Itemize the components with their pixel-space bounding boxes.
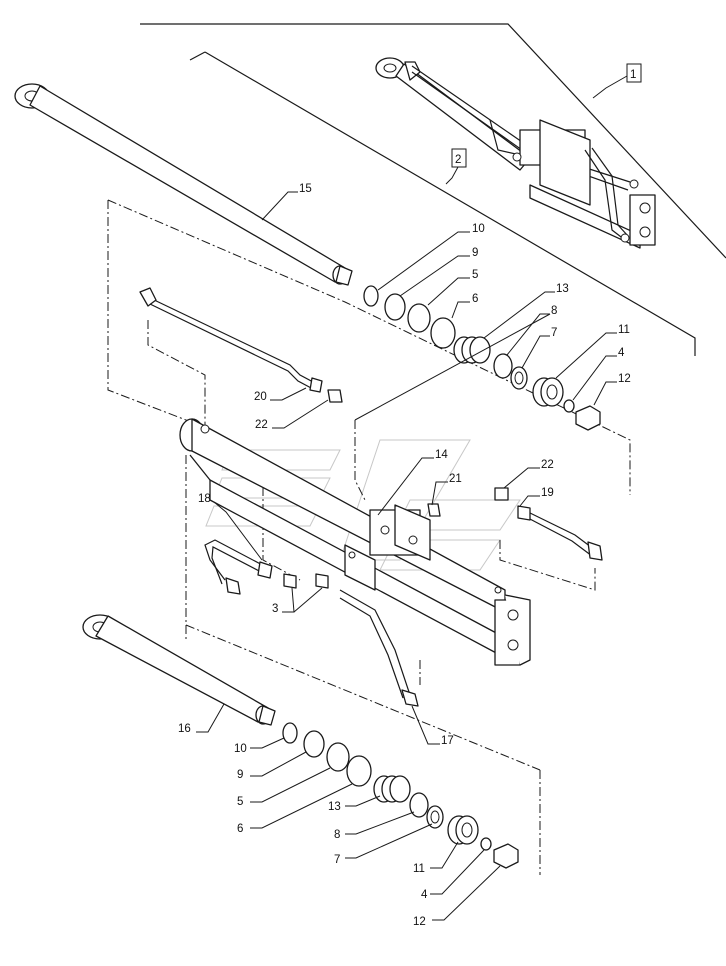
callouts: 15 10 9 5 6 13 8 7 [178,183,631,928]
callout-6-bottom-label: 6 [237,823,243,835]
callout-4-bottom-label: 4 [421,889,428,901]
callout-8-bottom: 8 [334,811,415,841]
callout-6-bottom: 6 [237,783,353,835]
callout-12-bottom: 12 [413,865,501,928]
reference-box-1: 1 [592,63,642,99]
fittings [283,389,509,589]
hydraulic-tube-19 [517,505,603,561]
seal-13-bottom [373,775,411,803]
piston-rod-15 [14,83,353,286]
callout-12-top: 12 [593,373,631,406]
callout-10-top-label: 10 [472,223,485,235]
callout-4-bottom: 4 [421,849,485,901]
callout-17-label: 17 [441,735,454,747]
callout-7-bottom: 7 [334,823,433,866]
callout-19: 19 [519,487,554,507]
hydraulic-tube-18 [204,539,273,595]
callout-20: 20 [254,387,307,403]
callout-15: 15 [261,183,312,221]
reference-box-2-label: 2 [455,154,461,166]
callout-13-bottom: 13 [328,795,381,813]
assembled-cylinder-thumbnail [375,57,656,249]
callout-8-bottom-label: 8 [334,829,340,841]
gland-11-bottom [447,815,479,845]
gland-11-top [532,377,564,407]
assembly-boundary-lines [140,23,726,356]
callout-12-top-label: 12 [618,373,631,385]
callout-11-bottom: 11 [413,841,459,875]
callout-15-label: 15 [299,183,312,195]
callout-7-bottom-label: 7 [334,854,340,866]
callout-8-top-label: 8 [551,305,557,317]
callout-16-label: 16 [178,723,191,735]
callout-13-bottom-label: 13 [328,801,341,813]
seal-set-top [363,285,601,431]
callout-9-top: 9 [399,247,478,297]
callout-18: 18 [198,493,263,561]
callout-4-top-label: 4 [618,347,625,359]
hydraulic-tube-20 [139,287,323,393]
callout-6-top-label: 6 [472,293,478,305]
callout-22-top-label: 22 [255,419,268,431]
callout-7-top-label: 7 [551,327,557,339]
callout-14: 14 [377,449,448,516]
callout-10-bottom: 10 [234,737,285,755]
callout-12-bottom-label: 12 [413,916,426,928]
callout-19-label: 19 [541,487,554,499]
callout-11-top-label: 11 [618,324,630,336]
callout-3-label: 3 [272,603,278,615]
callout-13-top: 13 [483,283,569,339]
hydraulic-tube-17 [339,589,419,707]
callout-7-top: 7 [521,327,557,369]
piston-rod-16 [82,614,276,726]
cylinder-barrel [179,418,531,666]
callout-18-label: 18 [198,493,211,505]
callout-17: 17 [411,705,454,747]
callout-5-bottom-label: 5 [237,796,243,808]
callout-9-top-label: 9 [472,247,478,259]
callout-14-label: 14 [435,449,448,461]
callout-3: 3 [272,587,323,615]
callout-10-top: 10 [377,223,485,291]
assembly-centerlines [107,199,631,875]
callout-8-top: 8 [354,305,557,421]
callout-11-top: 11 [555,324,630,379]
callout-21-label: 21 [449,473,462,485]
callout-5-top: 5 [427,269,478,306]
seal-set-bottom [282,722,519,869]
callout-4-top: 4 [572,347,625,401]
callout-22-right: 22 [503,459,554,489]
callout-22-right-label: 22 [541,459,554,471]
reference-box-2: 2 [445,148,467,185]
callout-21: 21 [431,473,462,506]
callout-9-bottom-label: 9 [237,769,243,781]
callout-13-top-label: 13 [556,283,569,295]
callout-9-bottom: 9 [237,751,307,781]
callout-5-bottom: 5 [237,767,331,808]
callout-10-bottom-label: 10 [234,743,247,755]
callout-11-bottom-label: 11 [413,863,425,875]
callout-20-label: 20 [254,391,267,403]
reference-box-1-label: 1 [630,69,636,81]
callout-5-top-label: 5 [472,269,478,281]
callout-6-top: 6 [451,293,478,319]
callout-22-top: 22 [255,399,329,431]
seal-13-top [453,336,491,364]
callout-16: 16 [178,703,225,735]
